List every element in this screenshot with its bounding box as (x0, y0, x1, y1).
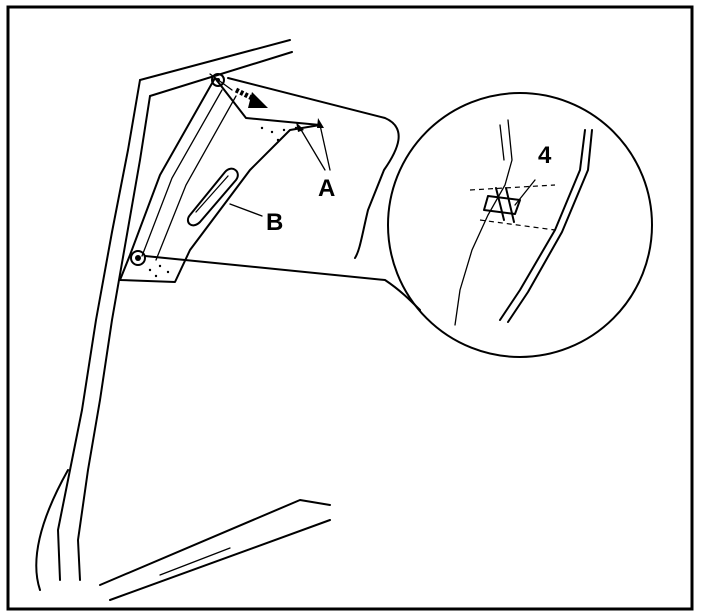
removal-direction-arrow (234, 87, 268, 108)
label-b: B (266, 209, 283, 236)
door-sill (99, 499, 331, 601)
upper-clip (211, 73, 225, 87)
label-detail-number: 4 (538, 142, 552, 169)
figure-border (6, 5, 694, 611)
detail-section (454, 119, 593, 326)
pillar-trim-panel (119, 73, 321, 283)
leader-line-b (229, 203, 263, 217)
detail-circle (387, 92, 653, 358)
lower-clip (130, 250, 146, 266)
detail-callout (144, 77, 653, 358)
leader-lines-a (296, 118, 331, 171)
a-pillar-body (35, 79, 151, 591)
panel-texture (148, 126, 298, 278)
slot-b-shape (186, 167, 239, 227)
label-a: A (318, 175, 335, 202)
